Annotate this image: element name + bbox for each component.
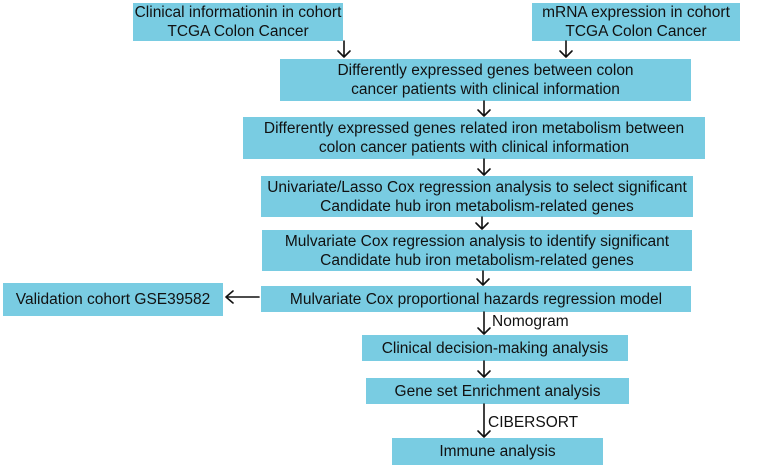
cibersort-label: CIBERSORT (488, 414, 579, 431)
validation-box: Validation cohort GSE39582 (3, 283, 223, 316)
gsea-box: Gene set Enrichment analysis (366, 378, 629, 404)
clinical-info-line-2: TCGA Colon Cancer (167, 23, 309, 40)
multivariate-cox-line-2: Candidate hub iron metabolism-related ge… (320, 251, 634, 269)
mrna-expression-line-1: mRNA expression in cohort (542, 4, 730, 21)
multivariate-cox-line-1: Mulvariate Cox regression analysis to id… (284, 232, 670, 250)
deg-iron-line-2: colon cancer patients with clinical info… (318, 139, 630, 156)
clinical-info-line-1: Clinical informationin in cohort (134, 4, 342, 21)
hazards-model-line-1: Mulvariate Cox proportional hazards regr… (289, 290, 663, 308)
arrow-mrna-to-deg (559, 40, 573, 58)
arrow-hazards-to-validation (225, 290, 260, 304)
univariate-lasso-box: Univariate/Lasso Cox regression analysis… (261, 176, 693, 217)
arrow-clinical-to-deg (337, 40, 351, 58)
arrow-deg-iron-to-univariate (477, 158, 491, 176)
multivariate-cox-box: Mulvariate Cox regression analysis to id… (262, 230, 692, 271)
hazards-model-box: Mulvariate Cox proportional hazards regr… (261, 286, 691, 312)
nomogram-label: Nomogram (492, 313, 569, 330)
mrna-expression-box: mRNA expression in cohort TCGA Colon Can… (532, 3, 740, 41)
deg-iron-box: Differently expressed genes related iron… (243, 117, 705, 159)
univariate-lasso-line-2: Candidate hub iron metabolism-related ge… (320, 197, 634, 215)
decision-making-box: Clinical decision-making analysis (362, 335, 628, 361)
immune-line-1: Immune analysis (439, 443, 556, 460)
arrow-multivariate-to-hazards (476, 270, 490, 286)
arrow-hazards-to-decision (477, 311, 491, 335)
deg-line-2: cancer patients with clinical informatio… (351, 81, 620, 98)
clinical-info-box: Clinical informationin in cohort TCGA Co… (133, 3, 343, 41)
arrow-deg-to-deg-iron (477, 100, 491, 117)
arrow-univariate-to-multivariate (475, 216, 489, 230)
arrow-decision-to-gsea (477, 360, 491, 378)
gsea-line-1: Gene set Enrichment analysis (394, 382, 601, 400)
decision-making-line-1: Clinical decision-making analysis (381, 339, 609, 357)
immune-box: Immune analysis (392, 438, 603, 465)
mrna-expression-line-2: TCGA Colon Cancer (565, 23, 707, 40)
deg-box: Differently expressed genes between colo… (280, 59, 691, 101)
validation-line-1: Validation cohort GSE39582 (15, 291, 211, 308)
deg-iron-line-1: Differently expressed genes related iron… (263, 120, 685, 137)
univariate-lasso-line-1: Univariate/Lasso Cox regression analysis… (267, 178, 687, 196)
deg-line-1: Differently expressed genes between colo… (337, 62, 634, 79)
